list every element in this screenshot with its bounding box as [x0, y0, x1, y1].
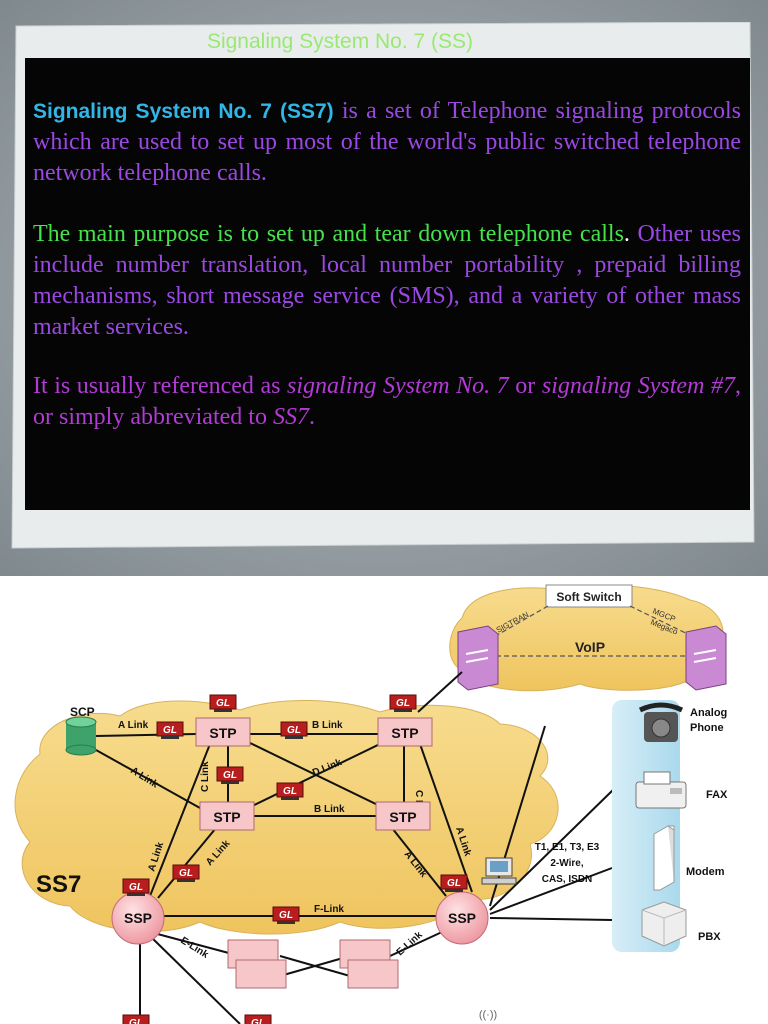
svg-text:GL: GL [223, 770, 237, 781]
ref-text-c: or [508, 373, 542, 399]
b-link-label-top: B Link [312, 720, 343, 731]
computer-icon [481, 857, 517, 885]
ssp-label: SSP [448, 910, 476, 926]
svg-text:GL: GL [279, 910, 293, 921]
svg-text:GL: GL [287, 725, 301, 736]
scp-label: SCP [70, 705, 95, 719]
ss7-cloud [14, 699, 559, 935]
media-gateway-right [685, 625, 727, 691]
gl-badge: GL [440, 874, 468, 893]
paragraph-purpose: The main purpose is to set up and tear d… [33, 219, 741, 343]
soft-switch-box [545, 584, 633, 608]
ref-text-e: , or simply abbreviated to [33, 373, 741, 430]
gl-badge: GL [276, 782, 304, 801]
ref-text-a: It is usually referenced as [33, 373, 288, 399]
svg-text:GL: GL [129, 1018, 143, 1024]
purpose-period: . [623, 221, 630, 247]
stp-label: STP [209, 725, 236, 741]
ref-text-g: . [308, 404, 315, 430]
gl-badge: GL [272, 906, 300, 925]
ref-name-2: signaling System #7 [541, 373, 735, 399]
bottom-node-left [227, 939, 287, 989]
purpose-text: The main purpose is to set up and tear d… [33, 221, 624, 247]
gl-badge: GL [122, 1014, 150, 1024]
c-link-label-left: C Link [200, 761, 211, 792]
ssp-left: SSP [111, 891, 165, 945]
gl-badge: GL [172, 864, 200, 883]
scp-database [65, 716, 97, 756]
e-link-label-left: E-Link [178, 935, 210, 961]
svg-text:GL: GL [179, 868, 193, 879]
pbx-label: PBX [698, 931, 721, 943]
stp-top-right: STP [377, 717, 433, 747]
ssp-right: SSP [435, 891, 489, 945]
ss7-label: SS7 [36, 871, 81, 898]
endpoint-panel [612, 700, 680, 952]
fax-label: FAX [706, 789, 728, 801]
a-link-label-scp: A Link [118, 720, 149, 731]
wireless-icon: ((·)) [479, 1009, 497, 1021]
svg-text:GL: GL [396, 698, 410, 709]
voip-label: VoIP [575, 639, 605, 655]
f-link-label: F-Link [314, 904, 344, 915]
stp-label: STP [391, 725, 418, 741]
paragraph-reference: It is usually referenced as signaling Sy… [33, 371, 741, 433]
pbx-icon [641, 901, 687, 947]
svg-text:GL: GL [283, 786, 297, 797]
stp-label: STP [389, 809, 416, 825]
stp-top-left: STP [195, 717, 251, 747]
slide: Signaling System No. 7 (SS) Signaling Sy… [0, 0, 768, 576]
svg-text:GL: GL [216, 698, 230, 709]
interfaces-line-1: T1, E1, T3, E3 [535, 842, 600, 853]
modem-label: Modem [686, 866, 725, 878]
interfaces-line-3: CAS, ISDN [542, 874, 593, 885]
soft-switch-label: Soft Switch [556, 590, 621, 604]
svg-text:GL: GL [163, 725, 177, 736]
ref-abbrev: SS7 [272, 404, 309, 430]
fax-icon [635, 771, 687, 809]
ref-name-1: signaling System No. 7 [287, 373, 509, 399]
svg-text:GL: GL [251, 1018, 265, 1024]
stp-bottom-left: STP [199, 801, 255, 831]
e-link-label-right: E-Link [395, 929, 425, 958]
b-link-label-middle: B Link [314, 804, 345, 815]
svg-text:GL: GL [447, 878, 461, 889]
interfaces-line-2: 2-Wire, [550, 858, 583, 869]
modem-icon [653, 825, 675, 891]
term-ss7: Signaling System No. 7 (SS7) [33, 100, 334, 123]
gl-badge: GL [156, 721, 184, 740]
text-panel [25, 58, 750, 510]
gl-badge: GL [280, 721, 308, 740]
paragraph-definition: Signaling System No. 7 (SS7) is a set of… [33, 96, 741, 189]
media-gateway-left [457, 625, 499, 691]
gl-badge: GL [389, 694, 417, 713]
stp-label: STP [213, 809, 240, 825]
analog-phone-icon [638, 702, 684, 742]
bottom-node-right [339, 939, 399, 989]
gl-badge: GL [216, 766, 244, 785]
stp-bottom-right: STP [375, 801, 431, 831]
gl-badge: GL [122, 878, 150, 897]
ssp-label: SSP [124, 910, 152, 926]
analog-label-1: Analog [690, 707, 727, 719]
analog-label-2: Phone [690, 722, 724, 734]
slide-title: Signaling System No. 7 (SS) [206, 30, 474, 53]
gl-badge: GL [209, 694, 237, 713]
other-uses-text: Other uses include number translation, l… [33, 221, 742, 340]
svg-text:GL: GL [129, 882, 143, 893]
definition-text: is a set of Telephone signaling protocol… [33, 98, 742, 186]
ss7-network-diagram: Soft Switch SIGTRAN MGCP Megaco VoIP SS7 [14, 584, 728, 1024]
gl-badge: GL [244, 1014, 272, 1024]
